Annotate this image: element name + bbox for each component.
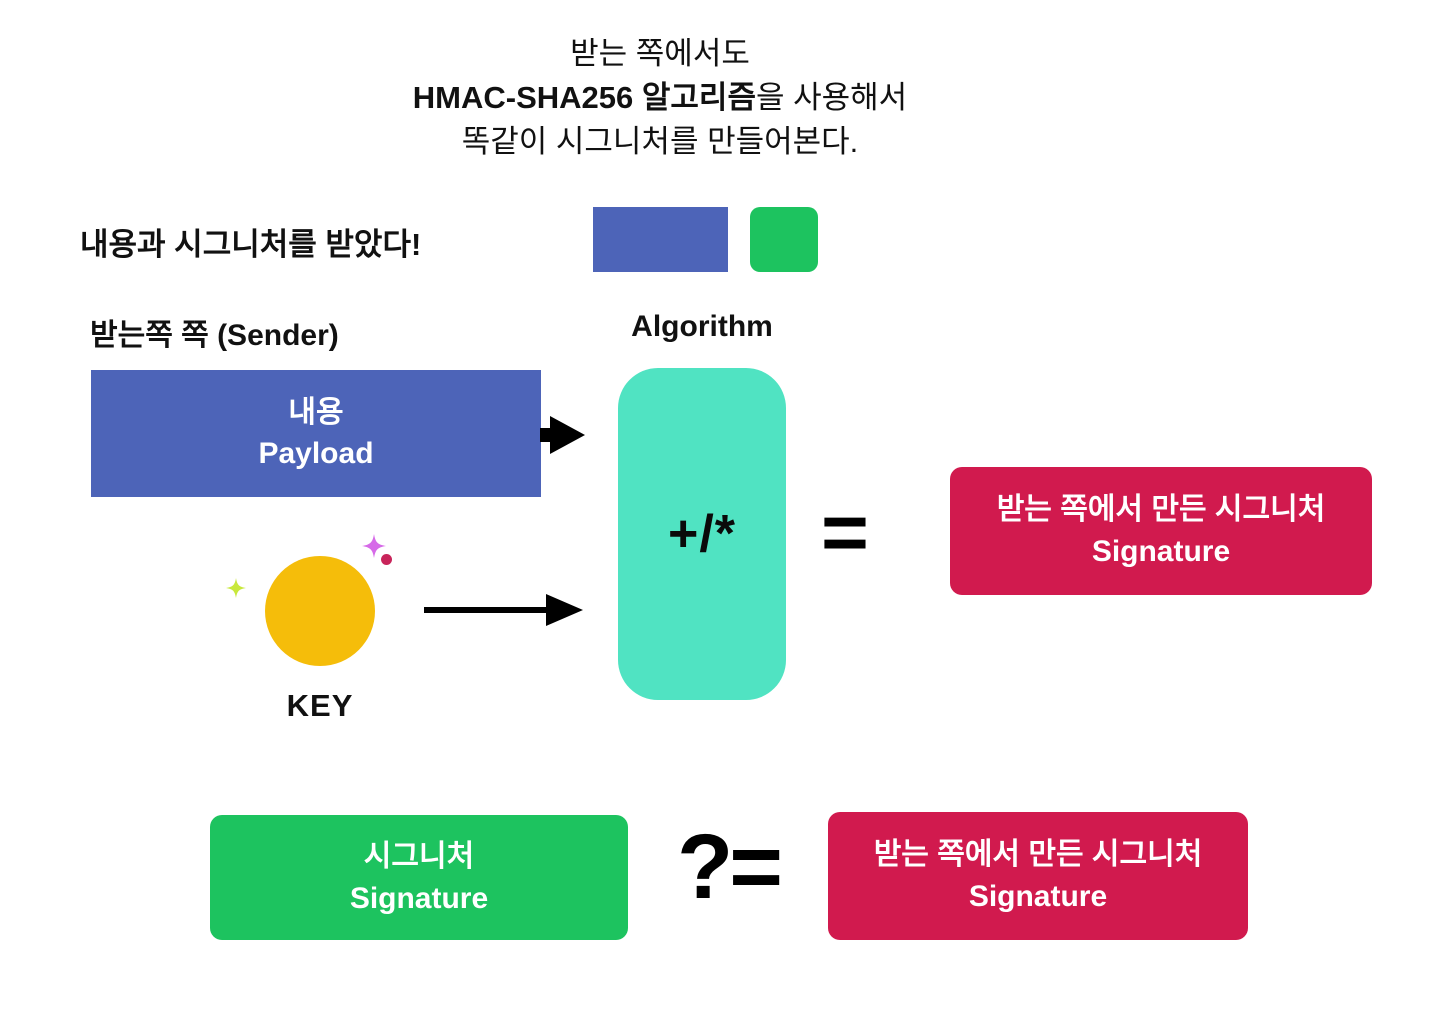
key-icon xyxy=(265,556,375,666)
diagram-title: 받는 쪽에서도 HMAC-SHA256 알고리즘을 사용해서 똑같이 시그니처를… xyxy=(360,32,960,164)
received-label: 내용과 시그니처를 받았다! xyxy=(80,219,421,264)
arrow-right-icon xyxy=(540,416,585,454)
title-line-2-rest: 을 사용해서 xyxy=(755,80,908,116)
received-label-bold: 내용과 시그니처 xyxy=(80,227,289,262)
title-line-3: 똑같이 시그니처를 만들어본다. xyxy=(461,124,859,160)
receiver-signature-box-top: 받는 쪽에서 만든 시그니처 Signature xyxy=(950,467,1372,595)
payload-box-english: Payload xyxy=(258,436,374,470)
key-label: KEY xyxy=(286,688,354,723)
algorithm-box: +/* xyxy=(618,368,786,700)
title-line-1: 받는 쪽에서도 xyxy=(570,36,750,71)
received-payload-swatch xyxy=(593,207,728,272)
algorithm-section-label: Algorithm xyxy=(631,310,773,343)
payload-box-korean: 내용 xyxy=(288,396,344,429)
receiver-signature-english: Signature xyxy=(968,880,1108,913)
signature-korean: 시그니처 xyxy=(363,839,475,873)
title-line-2-bold: HMAC-SHA256 알고리즘 xyxy=(412,80,756,116)
equals-operator: = xyxy=(821,487,869,578)
received-signature-box: 시그니처 Signature xyxy=(210,815,628,940)
question-equals-operator: ?= xyxy=(677,815,783,918)
arrow-right-icon xyxy=(424,594,583,626)
sparkle-icon xyxy=(226,578,246,598)
sparkle-icon xyxy=(362,534,386,558)
payload-box: 내용 Payload xyxy=(91,370,541,497)
received-signature-swatch xyxy=(750,207,818,272)
received-label-rest: 를 받았다! xyxy=(288,227,422,262)
signature-english: Signature xyxy=(349,881,489,915)
receiver-signature-english: Signature xyxy=(1091,535,1231,568)
receiver-signature-korean: 받는 쪽에서 만든 시그니처 xyxy=(996,493,1326,526)
receiver-signature-korean: 받는 쪽에서 만든 시그니처 xyxy=(873,838,1203,871)
algorithm-symbol: +/* xyxy=(667,505,737,563)
receiver-signature-box-bottom: 받는 쪽에서 만든 시그니처 Signature xyxy=(828,812,1248,940)
sender-section-label: 받는쪽 쪽 (Sender) xyxy=(90,319,339,352)
title-line-2: HMAC-SHA256 알고리즘을 사용해서 xyxy=(360,76,960,120)
dot-icon xyxy=(381,554,392,565)
